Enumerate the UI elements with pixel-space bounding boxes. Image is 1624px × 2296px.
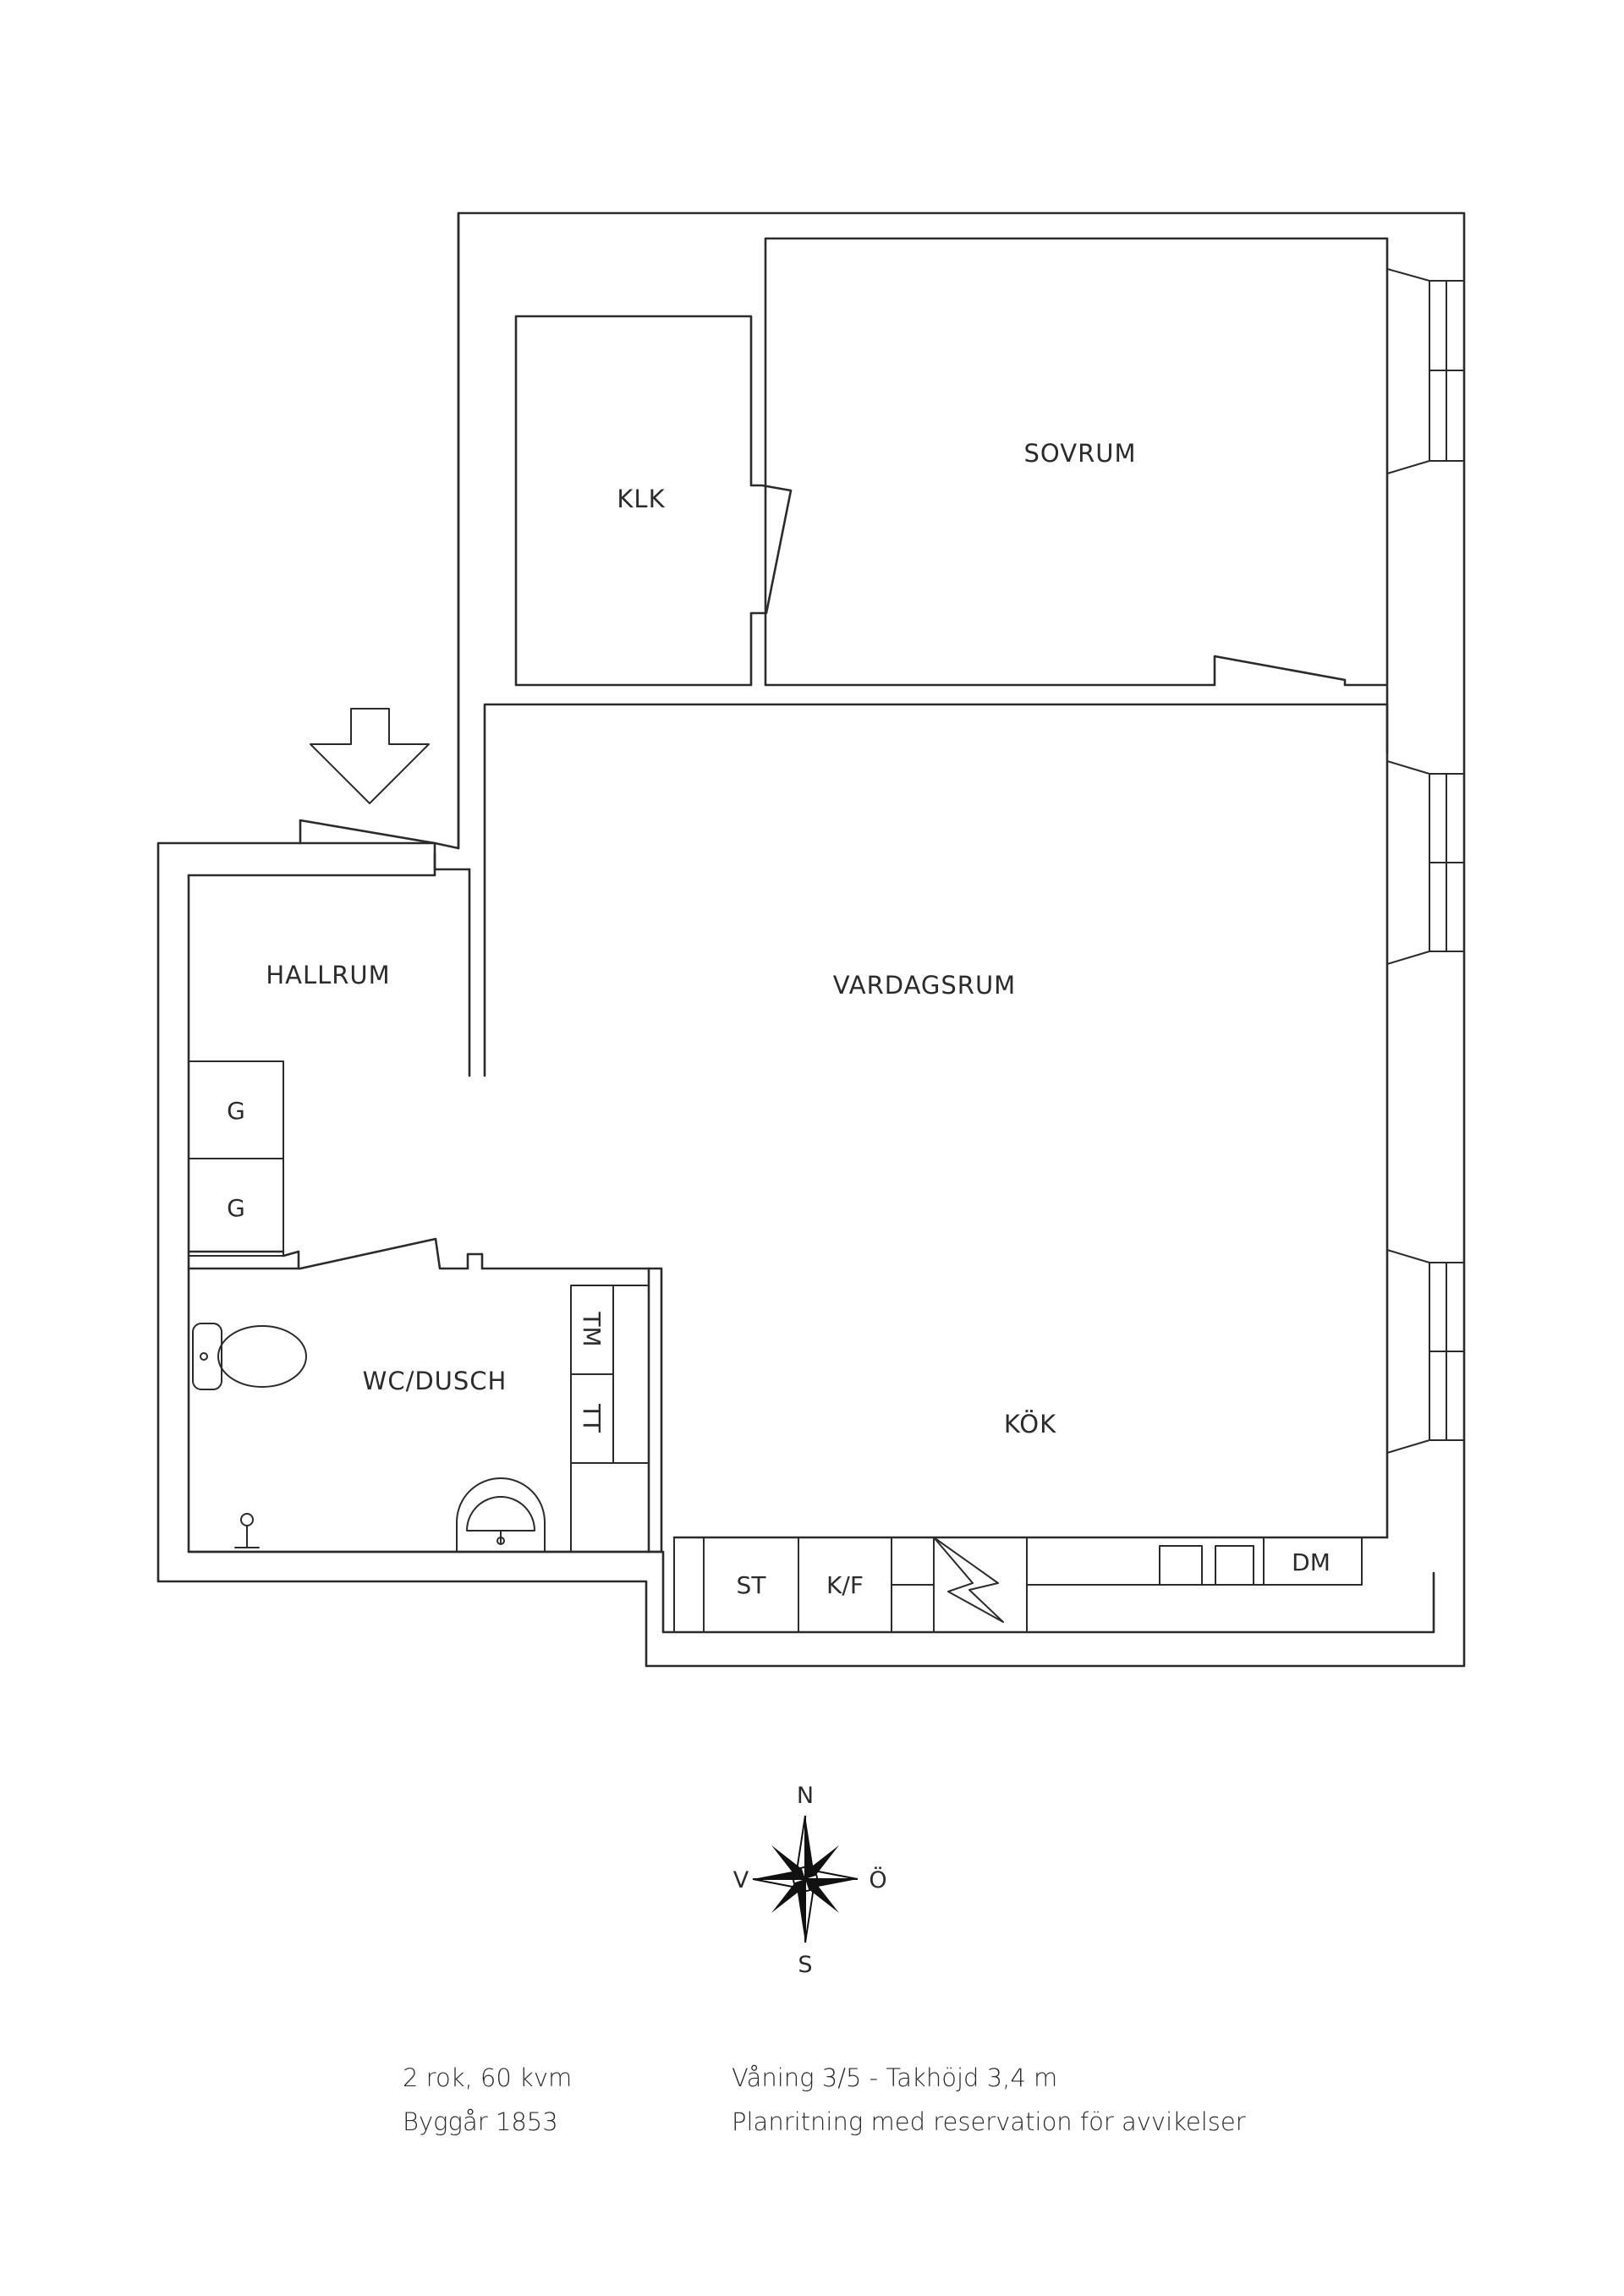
room-label-kok: KÖK [1004, 1410, 1056, 1438]
fixture-label-tt: TT [578, 1403, 606, 1433]
room-label-hallrum: HALLRUM [266, 961, 390, 989]
sink-icon [456, 1477, 546, 1553]
room-label-vardagsrum: VARDAGSRUM [833, 971, 1016, 1000]
living-room-walls [483, 703, 1389, 1539]
outer-wall-inner-line [187, 874, 1435, 1634]
room-label-klk: KLK [617, 485, 665, 513]
info-floor-height: Våning 3/5 - Takhöjd 3,4 m [732, 2063, 1058, 2092]
entrance-arrow [310, 708, 430, 804]
window-bedroom [1386, 268, 1465, 474]
info-rooms-area: 2 rok, 60 kvm [403, 2063, 573, 2092]
fixture-label-dm: DM [1292, 1548, 1330, 1576]
fixture-label-tm: TM [578, 1311, 606, 1346]
fixture-label-g-1: G [227, 1097, 245, 1125]
fixture-label-kf: K/F [826, 1571, 864, 1599]
bathroom-walls [187, 1237, 663, 1553]
kitchen-counter [672, 1536, 1389, 1633]
fixture-label-g-2: G [227, 1194, 245, 1222]
fixture-label-st: ST [737, 1571, 767, 1599]
stove-icon [933, 1537, 1004, 1623]
laundry-column [570, 1285, 650, 1553]
entrance-door [187, 819, 436, 877]
compass-west: V [733, 1867, 749, 1893]
shower-icon [234, 1513, 260, 1548]
closet-walls [514, 315, 793, 687]
room-label-wc-dusch: WC/DUSCH [363, 1367, 508, 1395]
info-disclaimer: Planritning med reservation för avvikels… [732, 2107, 1246, 2136]
compass-east: Ö [869, 1866, 886, 1893]
toilet-icon [192, 1323, 307, 1390]
outer-wall [156, 211, 1466, 1668]
window-kitchen [1386, 1249, 1465, 1454]
compass-north: N [797, 1783, 814, 1809]
bathroom-inner-wall [187, 1250, 650, 1553]
info-build-year: Byggår 1853 [403, 2107, 558, 2136]
compass-south: S [798, 1952, 812, 1978]
bedroom-walls [764, 237, 1389, 754]
room-label-sovrum: SOVRUM [1024, 439, 1137, 468]
window-living-room [1386, 760, 1465, 965]
compass-rose-icon [752, 1815, 859, 1943]
wardrobes [188, 1060, 284, 1257]
